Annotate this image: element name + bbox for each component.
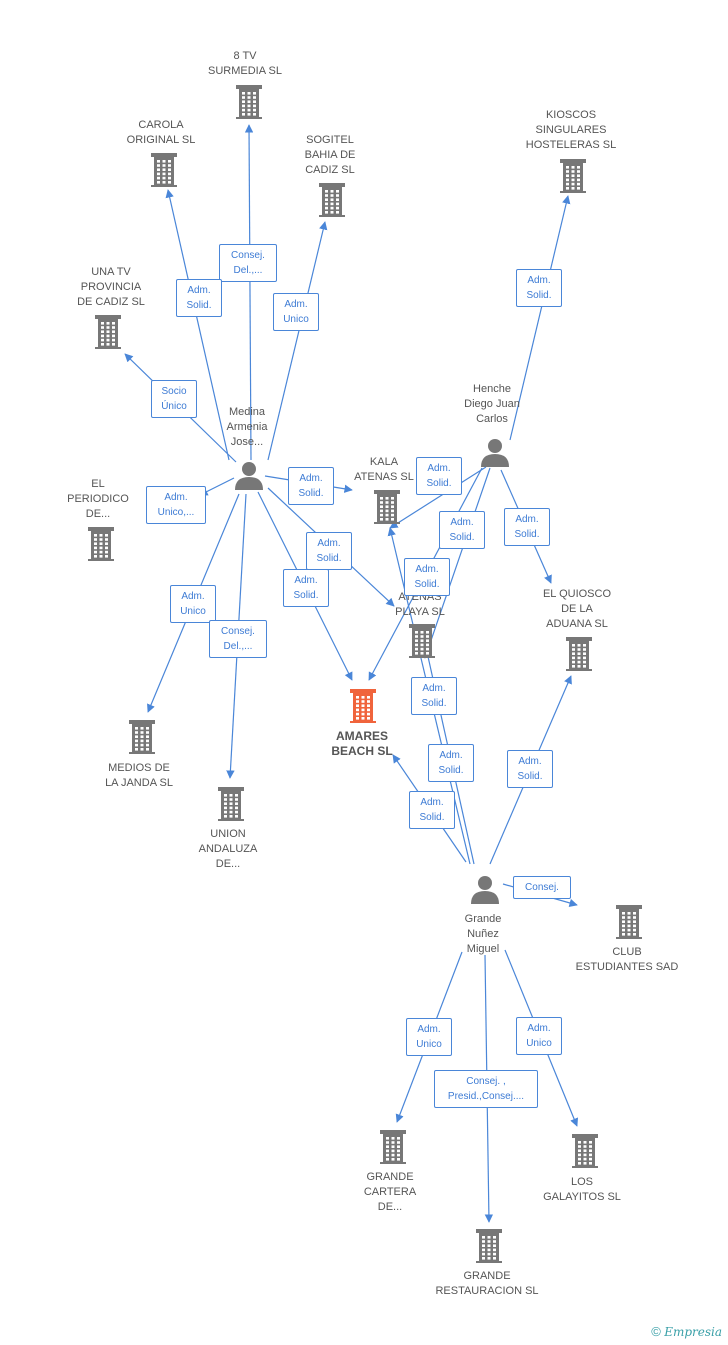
footer: © Empresia bbox=[651, 1324, 722, 1339]
building-icon-quiosco[interactable] bbox=[566, 637, 592, 671]
building-icon-club[interactable] bbox=[616, 905, 642, 939]
edge-role-badge[interactable]: Socio Único bbox=[151, 380, 197, 418]
edge-role-badge[interactable]: Adm. Unico bbox=[406, 1018, 452, 1056]
building-icon-union[interactable] bbox=[218, 787, 244, 821]
node-label-periodico[interactable]: EL PERIODICO DE... bbox=[67, 478, 129, 520]
building-icon-8tv[interactable] bbox=[236, 85, 262, 119]
edge-role-badge[interactable]: Consej. bbox=[513, 876, 571, 899]
person-icon-grande[interactable] bbox=[471, 876, 499, 904]
node-label-kala[interactable]: KALA ATENAS SL bbox=[354, 456, 414, 483]
node-label-medios[interactable]: MEDIOS DE LA JANDA SL bbox=[105, 762, 173, 789]
edge-role-badge[interactable]: Adm. Solid. bbox=[416, 457, 462, 495]
edge-henche-atenas bbox=[423, 467, 491, 659]
edge-role-badge[interactable]: Consej. , Presid.,Consej.... bbox=[434, 1070, 538, 1108]
nodes-layer bbox=[88, 85, 642, 1263]
edge-role-badge[interactable]: Adm. Solid. bbox=[176, 279, 222, 317]
person-icon-henche[interactable] bbox=[481, 439, 509, 467]
copyright-icon: © bbox=[651, 1324, 661, 1339]
person-icon-medina[interactable] bbox=[235, 462, 263, 490]
building-icon-cartera[interactable] bbox=[380, 1130, 406, 1164]
edge-role-badge[interactable]: Adm. Solid. bbox=[306, 532, 352, 570]
building-icon-periodico[interactable] bbox=[88, 527, 114, 561]
building-icon-restauracion[interactable] bbox=[476, 1229, 502, 1263]
brand-logo[interactable]: Empresia bbox=[664, 1325, 722, 1339]
edge-role-badge[interactable]: Adm. Unico bbox=[170, 585, 216, 623]
node-label-amares[interactable]: AMARES BEACH SL bbox=[331, 729, 393, 758]
edge-medina-carola bbox=[165, 189, 230, 461]
edge-role-badge[interactable]: Consej. Del.,... bbox=[219, 244, 277, 282]
edge-role-badge[interactable]: Adm. Solid. bbox=[516, 269, 562, 307]
building-icon-atenas[interactable] bbox=[409, 624, 435, 658]
edge-medina-8tv bbox=[244, 124, 254, 461]
edge-role-badge[interactable]: Adm. Solid. bbox=[504, 508, 550, 546]
edge-role-badge[interactable]: Adm. Solid. bbox=[404, 558, 450, 596]
node-label-cartera[interactable]: GRANDE CARTERA DE... bbox=[363, 1171, 417, 1213]
edge-medina-sogitel bbox=[267, 221, 328, 461]
building-icon-galayitos[interactable] bbox=[572, 1134, 598, 1168]
building-icon-sogitel[interactable] bbox=[319, 183, 345, 217]
edge-role-badge[interactable]: Adm. Unico bbox=[516, 1017, 562, 1055]
node-label-grande[interactable]: Grande Nuñez Miguel bbox=[464, 913, 502, 955]
building-icon-kala[interactable] bbox=[374, 490, 400, 524]
node-label-quiosco[interactable]: EL QUIOSCO DE LA ADUANA SL bbox=[542, 588, 612, 630]
edge-role-badge[interactable]: Adm. Unico,... bbox=[146, 486, 206, 524]
node-label-carola[interactable]: CAROLA ORIGINAL SL bbox=[126, 119, 196, 146]
edge-role-badge[interactable]: Adm. Solid. bbox=[428, 744, 474, 782]
node-label-union[interactable]: UNION ANDALUZA DE... bbox=[198, 828, 258, 870]
node-label-galayitos[interactable]: LOS GALAYITOS SL bbox=[543, 1176, 621, 1203]
building-icon-carola[interactable] bbox=[151, 153, 177, 187]
node-label-henche[interactable]: Henche Diego Juan Carlos bbox=[464, 383, 520, 425]
node-label-restauracion[interactable]: GRANDE RESTAURACION SL bbox=[435, 1270, 539, 1297]
edge-role-badge[interactable]: Adm. Solid. bbox=[411, 677, 457, 715]
building-icon-kioscos[interactable] bbox=[560, 159, 586, 193]
edge-henche-kala bbox=[389, 466, 487, 529]
node-label-club[interactable]: CLUB ESTUDIANTES SAD bbox=[575, 946, 679, 973]
edge-role-badge[interactable]: Adm. Solid. bbox=[288, 467, 334, 505]
edge-role-badge[interactable]: Adm. Solid. bbox=[507, 750, 553, 788]
edge-role-badge[interactable]: Adm. Solid. bbox=[283, 569, 329, 607]
edge-role-badge[interactable]: Adm. Unico bbox=[273, 293, 319, 331]
edge-role-badge[interactable]: Consej. Del.,... bbox=[209, 620, 267, 658]
edge-role-badge[interactable]: Adm. Solid. bbox=[409, 791, 455, 829]
edge-henche-kioscos bbox=[509, 195, 571, 441]
building-icon-medios[interactable] bbox=[129, 720, 155, 754]
edge-role-badge[interactable]: Adm. Solid. bbox=[439, 511, 485, 549]
node-label-medina[interactable]: Medina Armenia Jose... bbox=[226, 406, 268, 448]
node-label-unatv[interactable]: UNA TV PROVINCIA DE CADIZ SL bbox=[77, 266, 145, 308]
node-label-8tv[interactable]: 8 TV SURMEDIA SL bbox=[208, 50, 282, 77]
node-label-sogitel[interactable]: SOGITEL BAHIA DE CADIZ SL bbox=[304, 134, 356, 176]
building-icon-amares[interactable] bbox=[350, 689, 376, 723]
building-icon-unatv[interactable] bbox=[95, 315, 121, 349]
node-label-kioscos[interactable]: KIOSCOS SINGULARES HOSTELERAS SL bbox=[525, 109, 617, 151]
